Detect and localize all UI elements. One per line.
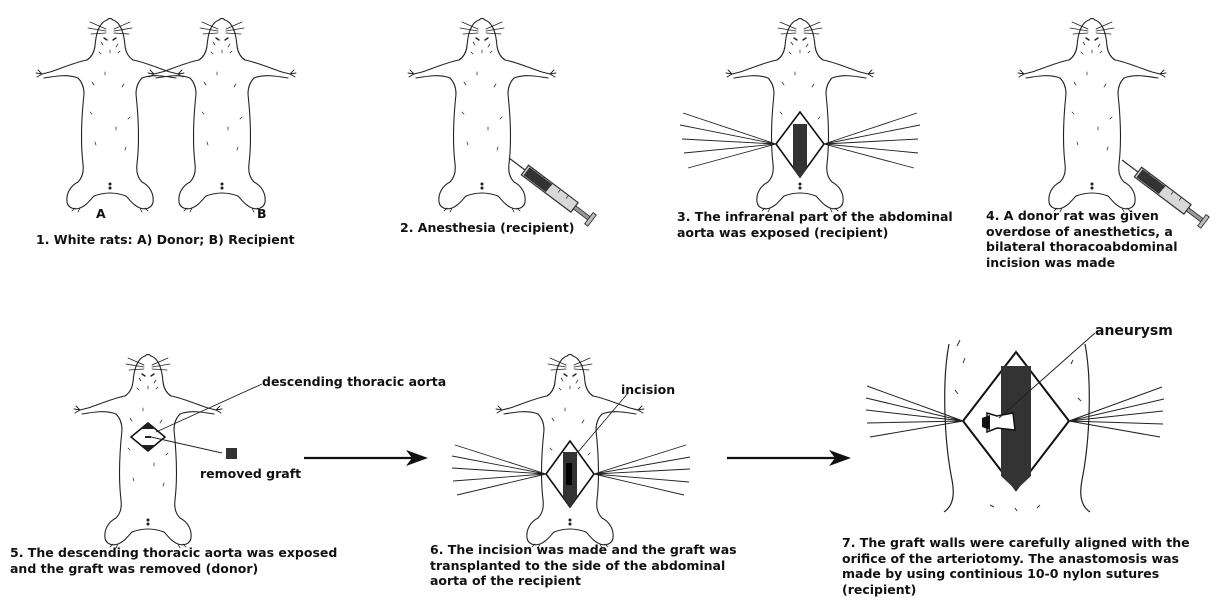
thoracic-exposure-window (131, 384, 262, 459)
rat-label-b: B (257, 206, 267, 221)
step-5-caption: 5. The descending thoracic aorta was exp… (10, 545, 350, 576)
step-2-caption: 2. Anesthesia (recipient) (400, 220, 620, 236)
step-1-caption: 1. White rats: A) Donor; B) Recipient (36, 232, 326, 248)
rat-label-a: A (96, 206, 106, 221)
anastomosis-closeup (866, 333, 1164, 512)
step-6-caption: 6. The incision was made and the graft w… (430, 542, 755, 589)
step-4-caption: 4. A donor rat was given overdose of ane… (986, 208, 1201, 270)
arrow-5-to-6 (304, 450, 428, 466)
syringe-icon (505, 152, 596, 226)
arrow-6-to-7 (727, 450, 851, 466)
removed-graft-block (226, 448, 237, 459)
recipient-rat (148, 19, 296, 213)
step-7-caption: 7. The graft walls were carefully aligne… (842, 535, 1222, 597)
step-3-caption: 3. The infrarenal part of the abdominal … (677, 209, 967, 240)
donor-rat (36, 19, 184, 213)
label-aneurysm: aneurysm (1095, 323, 1173, 339)
label-incision: incision (621, 382, 675, 397)
incision-window (452, 393, 690, 507)
exposure-window (680, 112, 920, 178)
label-descending-thoracic-aorta: descending thoracic aorta (262, 374, 446, 389)
label-removed-graft: removed graft (200, 466, 301, 481)
